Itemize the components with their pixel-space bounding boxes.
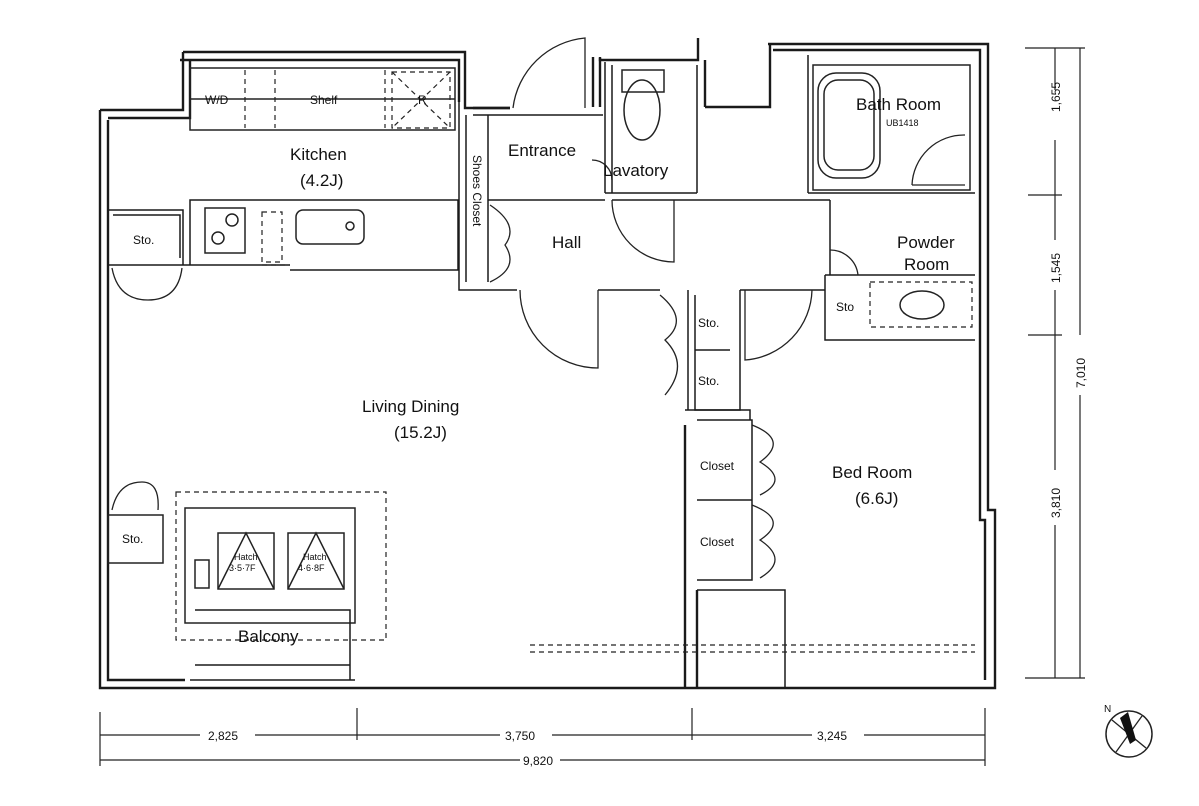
closet-1-label: Closet xyxy=(700,459,735,473)
dim-bottom-2: 3,750 xyxy=(505,729,535,743)
sto-kitchen-label: Sto. xyxy=(133,233,154,247)
sto-hall-2-label: Sto. xyxy=(698,374,719,388)
powder-label-2: Room xyxy=(904,255,949,274)
r-label: R xyxy=(418,93,427,107)
hall-label: Hall xyxy=(552,233,581,252)
hatch-1-floors: 3·5·7F xyxy=(229,563,256,573)
bedroom-size: (6.6J) xyxy=(855,489,898,508)
bath-unit: UB1418 xyxy=(886,118,919,128)
entrance-label: Entrance xyxy=(508,141,576,160)
bath-name: Bath Room xyxy=(856,95,941,114)
balcony-label: Balcony xyxy=(238,627,299,646)
dim-right-2: 1,545 xyxy=(1049,253,1063,283)
dim-total-depth: 7,010 xyxy=(1074,358,1088,388)
kitchen-size: (4.2J) xyxy=(300,171,343,190)
dim-right-3: 3,810 xyxy=(1049,488,1063,518)
interior-walls xyxy=(108,55,975,688)
shelf-label: Shelf xyxy=(310,93,338,107)
sto-hall-1-label: Sto. xyxy=(698,316,719,330)
powder-label-1: Powder xyxy=(897,233,955,252)
kitchen-fixtures xyxy=(189,67,456,266)
doors xyxy=(111,37,859,579)
kitchen-name: Kitchen xyxy=(290,145,347,164)
dim-bottom-3: 3,245 xyxy=(817,729,847,743)
dim-total-width: 9,820 xyxy=(523,754,553,768)
bottom-dimensions: 2,825 3,750 3,245 9,820 xyxy=(99,708,986,768)
hatch-1-label: Hatch xyxy=(234,552,258,562)
shoes-closet-label: Shoes Closet xyxy=(470,155,484,227)
sto-balcony-label: Sto. xyxy=(122,532,143,546)
bedroom-name: Bed Room xyxy=(832,463,912,482)
closet-2-label: Closet xyxy=(700,535,735,549)
compass-icon: N xyxy=(1104,704,1153,758)
living-size: (15.2J) xyxy=(394,423,447,442)
dim-bottom-1: 2,825 xyxy=(208,729,238,743)
room-labels: W/D Shelf R Kitchen (4.2J) Sto. Entrance… xyxy=(122,93,955,646)
wd-label: W/D xyxy=(205,93,229,107)
lavatory-label: Lavatory xyxy=(603,161,669,180)
balcony-area xyxy=(107,491,975,681)
compass-north-label: N xyxy=(1104,704,1111,715)
hatch-2-label: Hatch xyxy=(303,552,327,562)
right-dimensions: 1,655 1,545 3,810 7,010 xyxy=(1025,47,1088,679)
hatch-2-floors: 4·6·8F xyxy=(298,563,325,573)
outer-walls xyxy=(98,38,997,690)
bath-fixtures xyxy=(611,64,973,328)
dim-right-1: 1,655 xyxy=(1049,82,1063,112)
living-name: Living Dining xyxy=(362,397,459,416)
sto-powder-label: Sto xyxy=(836,300,854,314)
